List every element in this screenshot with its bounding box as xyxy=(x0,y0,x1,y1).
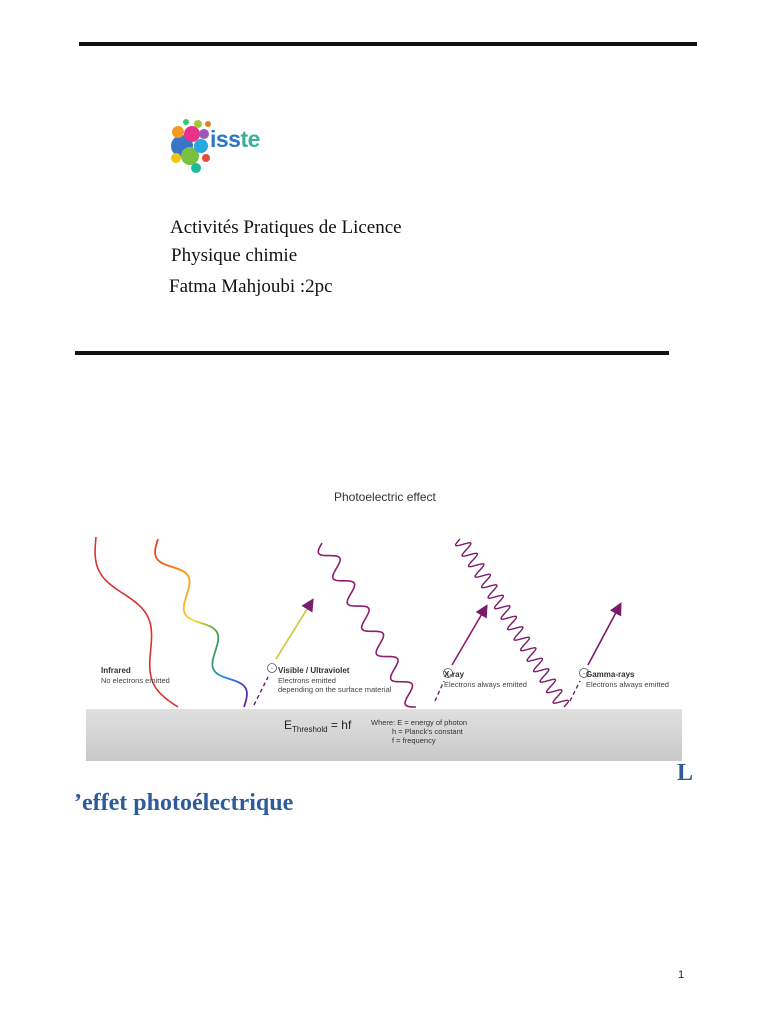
threshold-formula: EThreshold = hf xyxy=(284,718,352,734)
xray-wave xyxy=(317,542,416,708)
svg-text:-: - xyxy=(271,667,273,673)
middle-rule xyxy=(75,351,669,355)
subject-name: Physique chimie xyxy=(171,245,298,266)
svg-text:-: - xyxy=(447,672,449,678)
formula-legend-1: Where: E = energy of photon xyxy=(371,718,467,727)
gamma-electron-arrow: - xyxy=(569,602,622,702)
formula-legend-2: h = Planck's constant xyxy=(392,727,464,736)
visible-electron-arrow: - xyxy=(253,598,314,706)
course-title: Activités Pratiques de Licence xyxy=(170,217,402,238)
infrared-sublabel: No electrons emitted xyxy=(101,676,170,685)
heading-first-letter: L xyxy=(677,760,694,786)
gamma-label: Gamma-rays xyxy=(586,670,635,679)
gamma-sublabel: Electrons always emitted xyxy=(586,680,669,689)
svg-text:-: - xyxy=(583,672,585,678)
xray-electron-arrow: - xyxy=(434,604,488,702)
figure-title: Photoelectric effect xyxy=(334,490,437,504)
infrared-label: Infrared xyxy=(101,666,131,675)
visible-sublabel-2: depending on the surface material xyxy=(278,685,392,694)
heading-text: ’effet photoélectrique xyxy=(74,790,294,816)
logo-wordmark: isste xyxy=(210,126,260,152)
photoelectric-effect-figure: Photoelectric effect - - - Infrared No e… xyxy=(86,481,682,761)
metal-surface xyxy=(86,709,682,761)
infrared-wave xyxy=(94,536,179,708)
xray-sublabel: Electrons always emitted xyxy=(444,680,527,689)
top-rule xyxy=(79,42,697,46)
visible-label: Visible / Ultraviolet xyxy=(278,666,350,675)
visible-wave xyxy=(154,538,248,708)
gamma-wave xyxy=(454,538,570,708)
author-name: Fatma Mahjoubi :2pc xyxy=(169,276,333,297)
page-number: 1 xyxy=(678,969,685,981)
xray-label: X-ray xyxy=(444,670,465,679)
formula-legend-3: f = frequency xyxy=(392,736,436,745)
isste-logo xyxy=(171,119,211,173)
visible-sublabel-1: Electrons emitted xyxy=(278,676,336,685)
